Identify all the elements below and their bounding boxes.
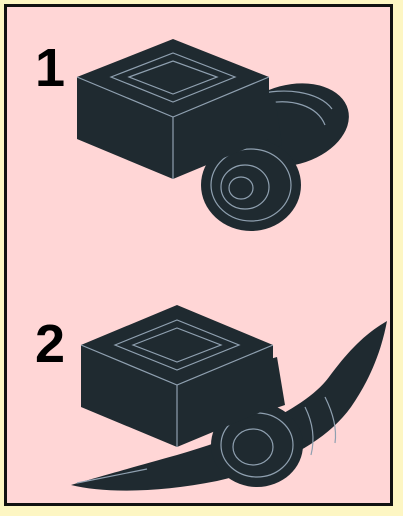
step-1: 1 [7, 7, 390, 257]
instruction-panel: 1 2 [4, 4, 393, 506]
step-2: 2 [7, 257, 390, 507]
plate-with-ball-and-horn-icon [7, 257, 390, 507]
plate-with-ball-joint-icon [7, 7, 390, 257]
